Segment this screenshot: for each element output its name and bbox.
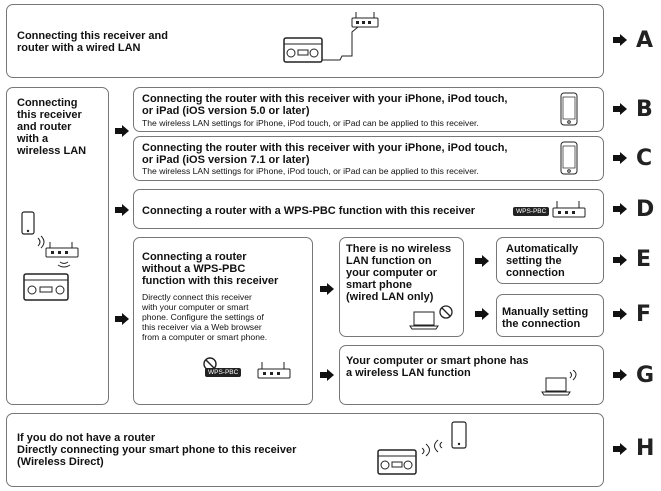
no-wps-title: Connecting a router without a WPS-PBC fu… bbox=[142, 251, 279, 287]
no-wps-subtitle: Directly connect this receiver with your… bbox=[142, 292, 268, 342]
auto-setting-title: Automatically setting the connection bbox=[506, 243, 579, 279]
arrow-to-e bbox=[613, 254, 627, 266]
box-manual-setting bbox=[496, 294, 604, 337]
arrow-to-b bbox=[613, 103, 627, 115]
label-g: G bbox=[636, 363, 655, 388]
box-ios5 bbox=[133, 87, 604, 132]
ios5-subtitle: The wireless LAN settings for iPhone, iP… bbox=[142, 118, 479, 128]
box-no-wireless bbox=[339, 237, 464, 337]
label-c: C bbox=[636, 146, 653, 171]
arrow-to-d bbox=[613, 203, 627, 215]
arrow-to-c bbox=[613, 152, 627, 164]
wired-lan-title: Connecting this receiver and router with… bbox=[17, 30, 168, 54]
label-h: H bbox=[636, 436, 655, 461]
wireless-lan-title: Connecting this receiver and router with… bbox=[17, 97, 87, 157]
iphone-icon bbox=[560, 141, 578, 175]
arrow-to-h bbox=[613, 443, 627, 455]
no-symbol-icon bbox=[203, 357, 217, 371]
box-auto-setting bbox=[496, 237, 604, 284]
label-a: A bbox=[636, 28, 654, 53]
arrow-to-a bbox=[613, 34, 627, 46]
receiver-router-wired-icon bbox=[283, 12, 379, 63]
arrow-nowps-to-nowireless bbox=[320, 283, 334, 295]
arrow-wireless-to-d bbox=[115, 204, 129, 216]
wireless-function-title: Your computer or smart phone has a wirel… bbox=[346, 355, 529, 379]
box-wireless-lan bbox=[6, 87, 109, 405]
wps-pbc-badge: WPS-PBC bbox=[513, 207, 550, 216]
laptop-no-wireless-icon bbox=[409, 305, 453, 330]
arrow-to-e-box bbox=[475, 255, 489, 267]
arrow-to-f-box bbox=[475, 308, 489, 320]
arrow-wireless-to-b bbox=[115, 125, 129, 137]
arrow-to-g bbox=[613, 369, 627, 381]
ios7-subtitle: The wireless LAN settings for iPhone, iP… bbox=[142, 166, 479, 176]
box-ios7 bbox=[133, 136, 604, 181]
ios7-title: Connecting the router with this receiver… bbox=[142, 142, 508, 166]
wps-pbc-title: Connecting a router with a WPS-PBC funct… bbox=[142, 205, 476, 217]
no-wireless-title: There is no wireless LAN function on you… bbox=[346, 243, 452, 303]
label-d: D bbox=[636, 197, 655, 222]
ios5-title: Connecting the router with this receiver… bbox=[142, 93, 508, 117]
laptop-wireless-icon bbox=[541, 370, 577, 396]
receiver-phone-direct-icon bbox=[377, 421, 467, 475]
label-f: F bbox=[636, 302, 652, 327]
manual-setting-title: Manually setting the connection bbox=[502, 306, 589, 330]
label-e: E bbox=[636, 247, 652, 272]
phone-router-receiver-icon bbox=[21, 211, 79, 301]
router-icon bbox=[257, 362, 291, 379]
arrow-to-f bbox=[613, 308, 627, 320]
wps-pbc-badge-crossed: WPS-PBC bbox=[205, 368, 242, 377]
wireless-direct-title: If you do not have a router Directly con… bbox=[17, 432, 297, 468]
arrow-wireless-to-nowps bbox=[115, 313, 129, 325]
label-b: B bbox=[636, 97, 653, 122]
box-wireless-direct bbox=[6, 413, 604, 487]
iphone-icon bbox=[560, 92, 578, 126]
router-icon bbox=[552, 201, 586, 218]
arrow-nowps-to-g bbox=[320, 369, 334, 381]
